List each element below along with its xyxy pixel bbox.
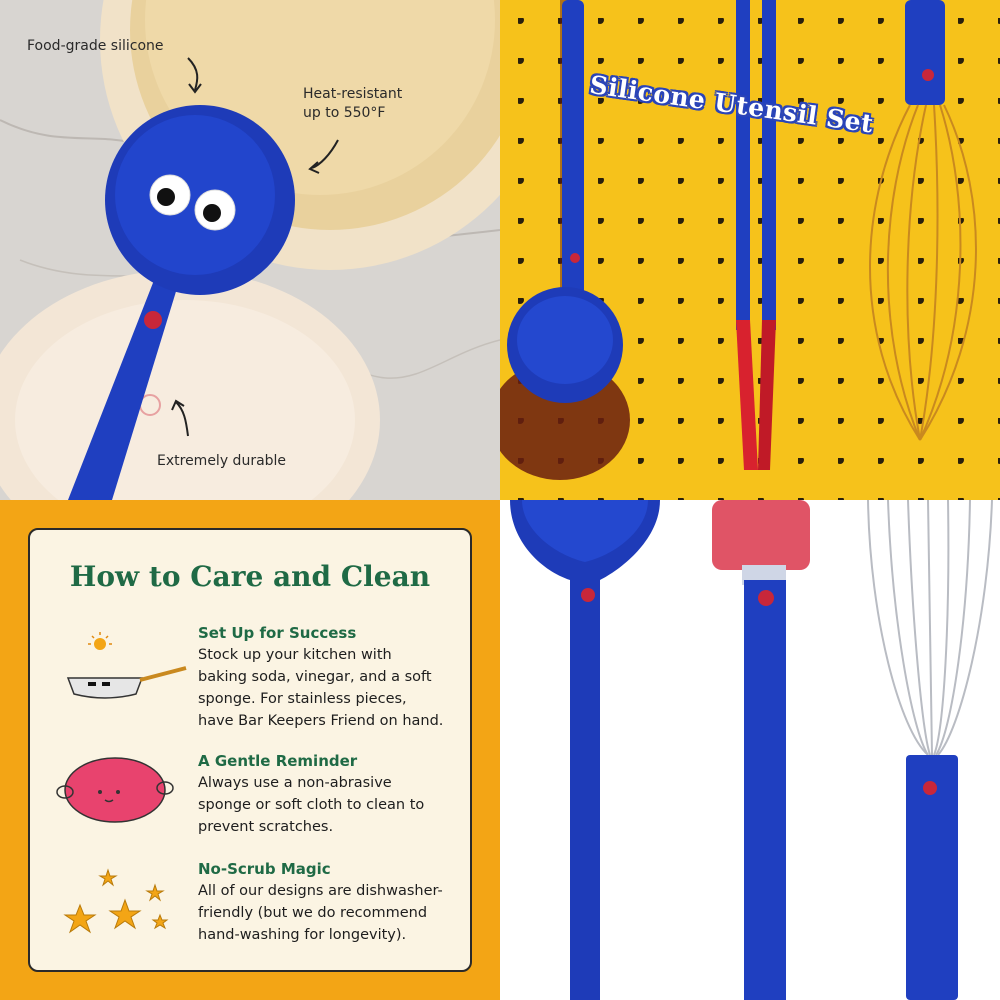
tip-line: All of our designs are dishwasher- <box>198 883 443 899</box>
tip-line: sponge. For stainless pieces, <box>198 691 407 707</box>
tip-no-scrub: No-Scrub Magic All of our designs are di… <box>198 858 468 946</box>
callout-food-grade: Food-grade silicone <box>27 38 164 54</box>
tip-line: baking soda, vinegar, and a soft <box>198 669 432 685</box>
callout-heat-resistant-line1: Heat-resistant <box>303 86 403 102</box>
tip-line: sponge or soft cloth to clean to <box>198 797 425 813</box>
pan-icon <box>66 632 187 699</box>
callout-durable: Extremely durable <box>157 453 287 469</box>
pegboard-illustration <box>500 0 1000 500</box>
care-card-title: How to Care and Clean <box>69 560 431 593</box>
tip-line: friendly (but we do recommend <box>198 905 428 921</box>
tip-heading: A Gentle Reminder <box>198 752 358 770</box>
sponge-icon <box>56 757 174 823</box>
tip-heading: No-Scrub Magic <box>198 860 331 878</box>
tip-line: prevent scratches. <box>198 819 334 835</box>
callout-heat-resistant-line2: up to 550°F <box>303 105 386 121</box>
ladle-photo-illustration <box>0 0 500 500</box>
care-card: How to Care and Clean <box>28 528 472 972</box>
tip-line: Always use a non-abrasive <box>198 775 392 791</box>
tip-line: Stock up your kitchen with <box>198 647 392 663</box>
care-instructions-panel: How to Care and Clean <box>0 500 500 1000</box>
tip-heading: Set Up for Success <box>198 624 357 642</box>
tip-line: hand-washing for longevity). <box>198 927 407 943</box>
tip-setup: Set Up for Success Stock up your kitchen… <box>198 622 468 732</box>
photo-ladle-features: Food-grade silicone Heat-resistant up to… <box>0 0 500 500</box>
photo-utensils-closeup <box>500 500 1000 1000</box>
photo-pegboard-set: Silicone Utensil Set <box>500 0 1000 500</box>
utensils-closeup-illustration <box>500 500 1000 1000</box>
tip-gentle-reminder: A Gentle Reminder Always use a non-abras… <box>198 750 468 838</box>
tip-line: have Bar Keepers Friend on hand. <box>198 713 444 729</box>
sun-icon <box>88 632 112 650</box>
stars-icon <box>63 868 169 934</box>
